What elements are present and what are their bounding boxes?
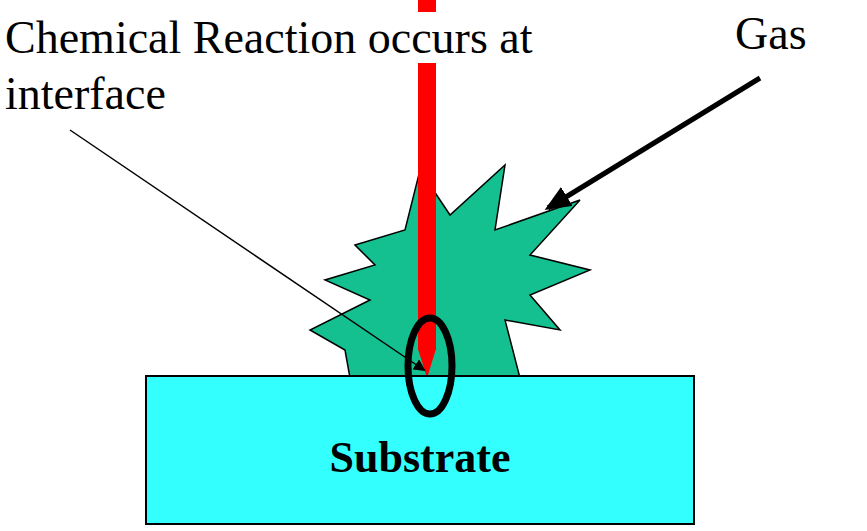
callout-label: Chemical Reaction occurs at interface bbox=[5, 10, 545, 122]
interface-ring bbox=[408, 318, 452, 414]
leader-line bbox=[70, 130, 424, 370]
node-label: Substrate bbox=[330, 432, 511, 484]
substrate-block: Substrate bbox=[145, 375, 695, 525]
gas-pointer bbox=[548, 78, 760, 208]
laser-tip bbox=[418, 349, 436, 378]
callout-label: Gas bbox=[735, 6, 855, 62]
gas-cloud bbox=[310, 165, 590, 378]
